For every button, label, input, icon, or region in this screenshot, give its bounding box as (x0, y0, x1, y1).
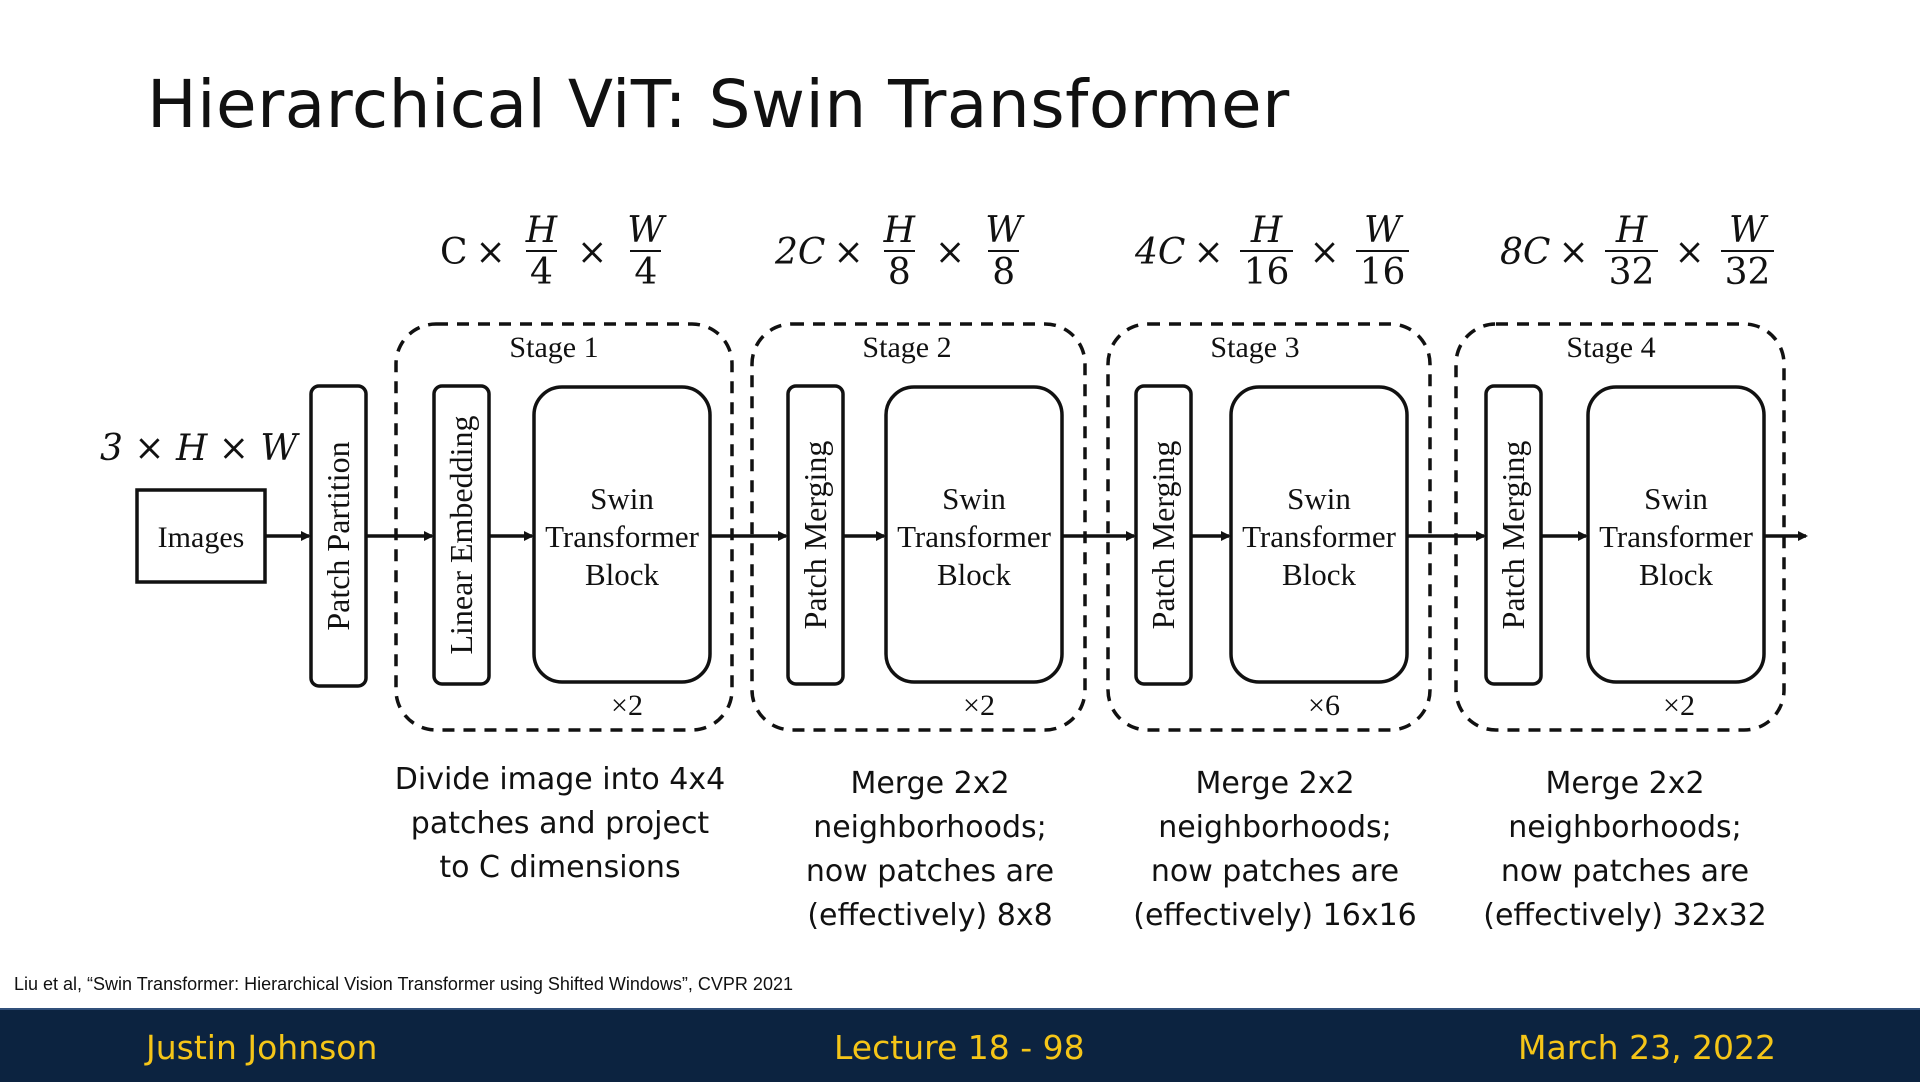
images-box (135, 488, 267, 584)
citation: Liu et al, “Swin Transformer: Hierarchic… (14, 974, 793, 994)
footer-date: March 23, 2022 (1518, 1028, 1777, 1067)
stage-2-patch-merging-label: Patch Merging (797, 441, 833, 630)
input-dims: 3 × H × W (100, 428, 298, 469)
stage-1-block-line-3: Block (585, 557, 660, 592)
stage-3-block-line-1: Swin (1287, 481, 1351, 516)
stage-4-block-line-2: Transformer (1599, 519, 1754, 554)
swin-architecture-diagram: Images Patch Partition Stage 1 Linear Em… (135, 322, 1808, 732)
footer-lecture: Lecture 18 - 98 (834, 1028, 1085, 1067)
linear-embedding-label: Linear Embedding (443, 415, 479, 654)
stage-4-block-line-1: Swin (1644, 481, 1708, 516)
stage-2-block-line-1: Swin (942, 481, 1006, 516)
stage-3-repeat: ×6 (1308, 689, 1340, 722)
stage-4-label: Stage 4 (1566, 331, 1655, 364)
stage-4-caption: Merge 2x2 neighborhoods; now patches are… (1483, 766, 1767, 933)
stage-4-repeat: ×2 (1663, 689, 1695, 722)
stage-1-block-line-1: Swin (590, 481, 654, 516)
patch-partition-label: Patch Partition (320, 441, 356, 630)
stage-4-border (1454, 322, 1786, 732)
stage-2-label: Stage 2 (862, 331, 951, 364)
stage-4-block-line-3: Block (1639, 557, 1714, 592)
stage-1-repeat: ×2 (611, 689, 643, 722)
stage-3-patch-merging-label: Patch Merging (1145, 441, 1181, 630)
stage-4-dim-channel: 8C (1500, 232, 1551, 274)
stage-3-block-line-3: Block (1282, 557, 1357, 592)
stage-2-block-line-3: Block (937, 557, 1012, 592)
stage-1-label: Stage 1 (509, 331, 598, 364)
stage-2-dim-channel: 2C (775, 232, 826, 274)
stage-2-repeat: ×2 (963, 689, 995, 722)
stage-2-caption: Merge 2x2 neighborhoods; now patches are… (805, 766, 1055, 933)
images-label: Images (158, 521, 245, 554)
stage-3-dim-channel: 4C (1135, 232, 1186, 274)
stage-1-caption: Divide image into 4x4 patches and projec… (394, 762, 726, 885)
footer-bar: Justin Johnson Lecture 18 - 98 March 23,… (0, 1008, 1920, 1082)
stage-2-block-line-2: Transformer (897, 519, 1052, 554)
stage-1-block-line-2: Transformer (545, 519, 700, 554)
stage-3-block-line-2: Transformer (1242, 519, 1397, 554)
stage-2-border (750, 322, 1087, 732)
footer-author: Justin Johnson (146, 1028, 378, 1067)
stage-1-dim-channel: C (440, 232, 468, 274)
slide-title: Hierarchical ViT: Swin Transformer (147, 66, 1290, 143)
stage-3-border (1106, 322, 1432, 732)
stage-3-label: Stage 3 (1210, 331, 1299, 364)
stage-1-border (394, 322, 734, 732)
stage-3-caption: Merge 2x2 neighborhoods; now patches are… (1133, 766, 1417, 933)
stage-4-patch-merging-label: Patch Merging (1495, 441, 1531, 630)
